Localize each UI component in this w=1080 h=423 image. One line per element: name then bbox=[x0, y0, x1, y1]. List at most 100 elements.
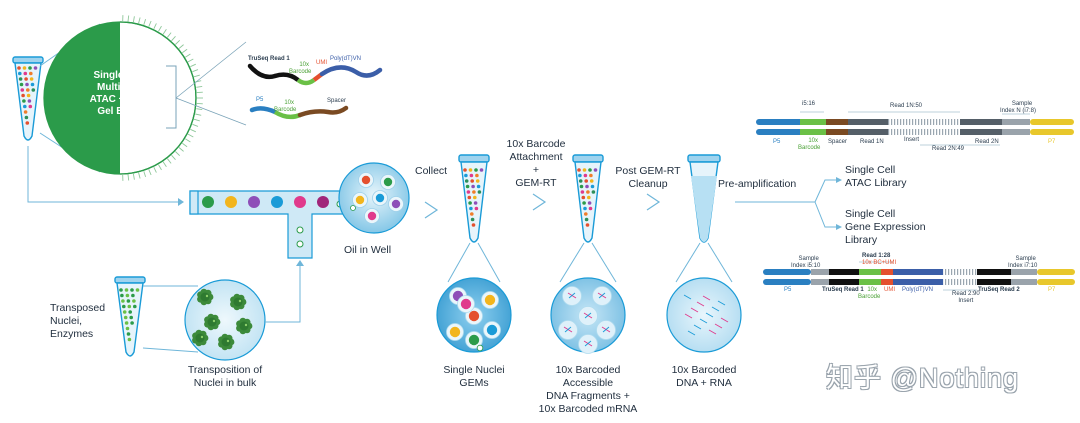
bead-tick bbox=[192, 123, 199, 127]
gel-bead-dots bbox=[17, 66, 38, 125]
barcoded-tube-dots bbox=[577, 168, 598, 227]
bead-tick bbox=[158, 164, 162, 171]
bead-label: Single Cell Multiome ATAC + GEX Gel Bead bbox=[74, 70, 164, 118]
bead-tick bbox=[190, 63, 196, 68]
tube-dot bbox=[124, 321, 129, 325]
frag-strand bbox=[568, 292, 576, 299]
gex-library-line3: Library bbox=[845, 234, 878, 246]
gex-p5-label: P5 bbox=[784, 287, 792, 293]
tube-dot bbox=[123, 315, 128, 320]
nuclei-label-line2: Nuclei, bbox=[50, 315, 83, 327]
oligo-atac-barcode-line2: Barcode bbox=[274, 107, 297, 113]
tube-dot bbox=[577, 168, 581, 172]
gex-top-segment bbox=[859, 269, 881, 275]
tube-dot bbox=[127, 337, 132, 342]
nucleus-core bbox=[221, 337, 231, 347]
atac-library-line2: ATAC Library bbox=[845, 177, 907, 189]
tube-dot bbox=[135, 288, 140, 292]
gem-bead bbox=[486, 324, 498, 336]
channel-nucleus bbox=[296, 240, 304, 248]
tube-dot bbox=[583, 173, 588, 178]
dna-fragment bbox=[708, 329, 717, 335]
tube-dot bbox=[25, 121, 30, 125]
gex-bottom-segment bbox=[811, 279, 829, 285]
gex-top-segment bbox=[829, 269, 859, 275]
tube-dot bbox=[473, 195, 477, 200]
tube-dot bbox=[584, 179, 588, 183]
oligo-atac bbox=[249, 105, 349, 120]
atac-bottom-segment bbox=[800, 129, 826, 135]
channel-bead bbox=[202, 196, 214, 208]
gem-bead bbox=[367, 211, 377, 221]
atac-top-segment bbox=[1002, 119, 1030, 125]
gem-bead bbox=[468, 310, 480, 322]
bead-tick bbox=[127, 15, 130, 22]
tube-dot bbox=[130, 321, 134, 325]
tube-dot bbox=[23, 110, 28, 114]
tube-dot bbox=[578, 173, 582, 178]
tube-dot bbox=[132, 299, 136, 303]
frag-strand bbox=[602, 326, 610, 333]
frag-strand bbox=[598, 292, 606, 299]
gex-top-segment bbox=[893, 269, 943, 275]
nucleus-dot bbox=[244, 323, 248, 327]
tube-dot bbox=[126, 332, 131, 336]
dna-fragment bbox=[687, 330, 696, 336]
gem-nucleus bbox=[350, 205, 356, 211]
bead-tick bbox=[187, 133, 194, 138]
nuclei-label-line3: Enzymes bbox=[50, 328, 94, 340]
gex-read2-line1: Read 2:90 bbox=[952, 291, 980, 297]
tube-dot bbox=[129, 315, 133, 320]
step-barcode-line2: Attachment bbox=[509, 151, 563, 163]
oligo-barcode-label: 10x Barcode bbox=[289, 62, 311, 76]
tube-dot bbox=[469, 173, 474, 178]
atac-barcode-line2: Barcode bbox=[798, 145, 821, 151]
bead-tick bbox=[171, 36, 176, 42]
nucleus-core bbox=[233, 297, 243, 307]
bead-tick bbox=[167, 32, 172, 38]
final-caption-line1: 10x Barcoded bbox=[671, 364, 737, 376]
gem-bead bbox=[361, 175, 371, 185]
final-zoom-circle bbox=[666, 277, 742, 353]
watermark-text: 知乎 @Nothing bbox=[826, 363, 1019, 393]
gem-circle-contents bbox=[446, 287, 501, 352]
bead-label-line3: ATAC + GEX bbox=[89, 94, 149, 105]
tube-dot bbox=[584, 217, 589, 222]
tube-dot bbox=[130, 288, 134, 292]
tube-dot bbox=[26, 88, 30, 92]
bead-tick bbox=[182, 48, 188, 54]
step-cleanup: Post GEM-RT Cleanup bbox=[610, 165, 686, 191]
nucleus-core bbox=[239, 321, 249, 331]
bead-tick bbox=[187, 58, 194, 63]
tube-dot bbox=[23, 104, 27, 109]
oligo-spacer-label: Spacer bbox=[327, 98, 347, 104]
tube-dot bbox=[121, 299, 125, 303]
dna-fragment bbox=[711, 306, 720, 312]
final-circle-contents bbox=[683, 294, 729, 336]
gem-nucleus bbox=[476, 344, 484, 352]
oligo-truseq-label: TruSeq Read 1 bbox=[248, 56, 290, 62]
tube-dot bbox=[470, 217, 475, 222]
step-collect: Collect bbox=[415, 165, 448, 177]
tube-dot bbox=[127, 304, 132, 309]
atac-top-segment bbox=[826, 119, 848, 125]
gex-bottom-segment bbox=[829, 279, 859, 285]
tube-dot bbox=[22, 66, 27, 70]
atac-top-segment bbox=[1030, 119, 1074, 125]
final-zoom-b bbox=[707, 242, 733, 283]
step-barcode: 10x Barcode Attachment + GEM-RT bbox=[496, 138, 576, 190]
gex-bottom-segment bbox=[763, 279, 811, 285]
tube-dot bbox=[466, 190, 471, 194]
dna-fragment bbox=[696, 301, 705, 307]
frag-strand bbox=[564, 326, 572, 333]
gex-top-segment bbox=[1011, 269, 1037, 275]
tube-dot bbox=[20, 88, 25, 92]
gems-caption-line1: Single Nuclei bbox=[443, 364, 505, 376]
gex-bottom-segment bbox=[859, 279, 881, 285]
atac-insert-label: Insert bbox=[904, 137, 920, 143]
tube-dot bbox=[468, 201, 472, 205]
step-preamp: Pre-amplification bbox=[718, 178, 797, 190]
gex-library-label: Single Cell Gene Expression Library bbox=[845, 208, 926, 247]
tube-dot bbox=[28, 66, 32, 70]
bead-tick bbox=[138, 17, 141, 24]
